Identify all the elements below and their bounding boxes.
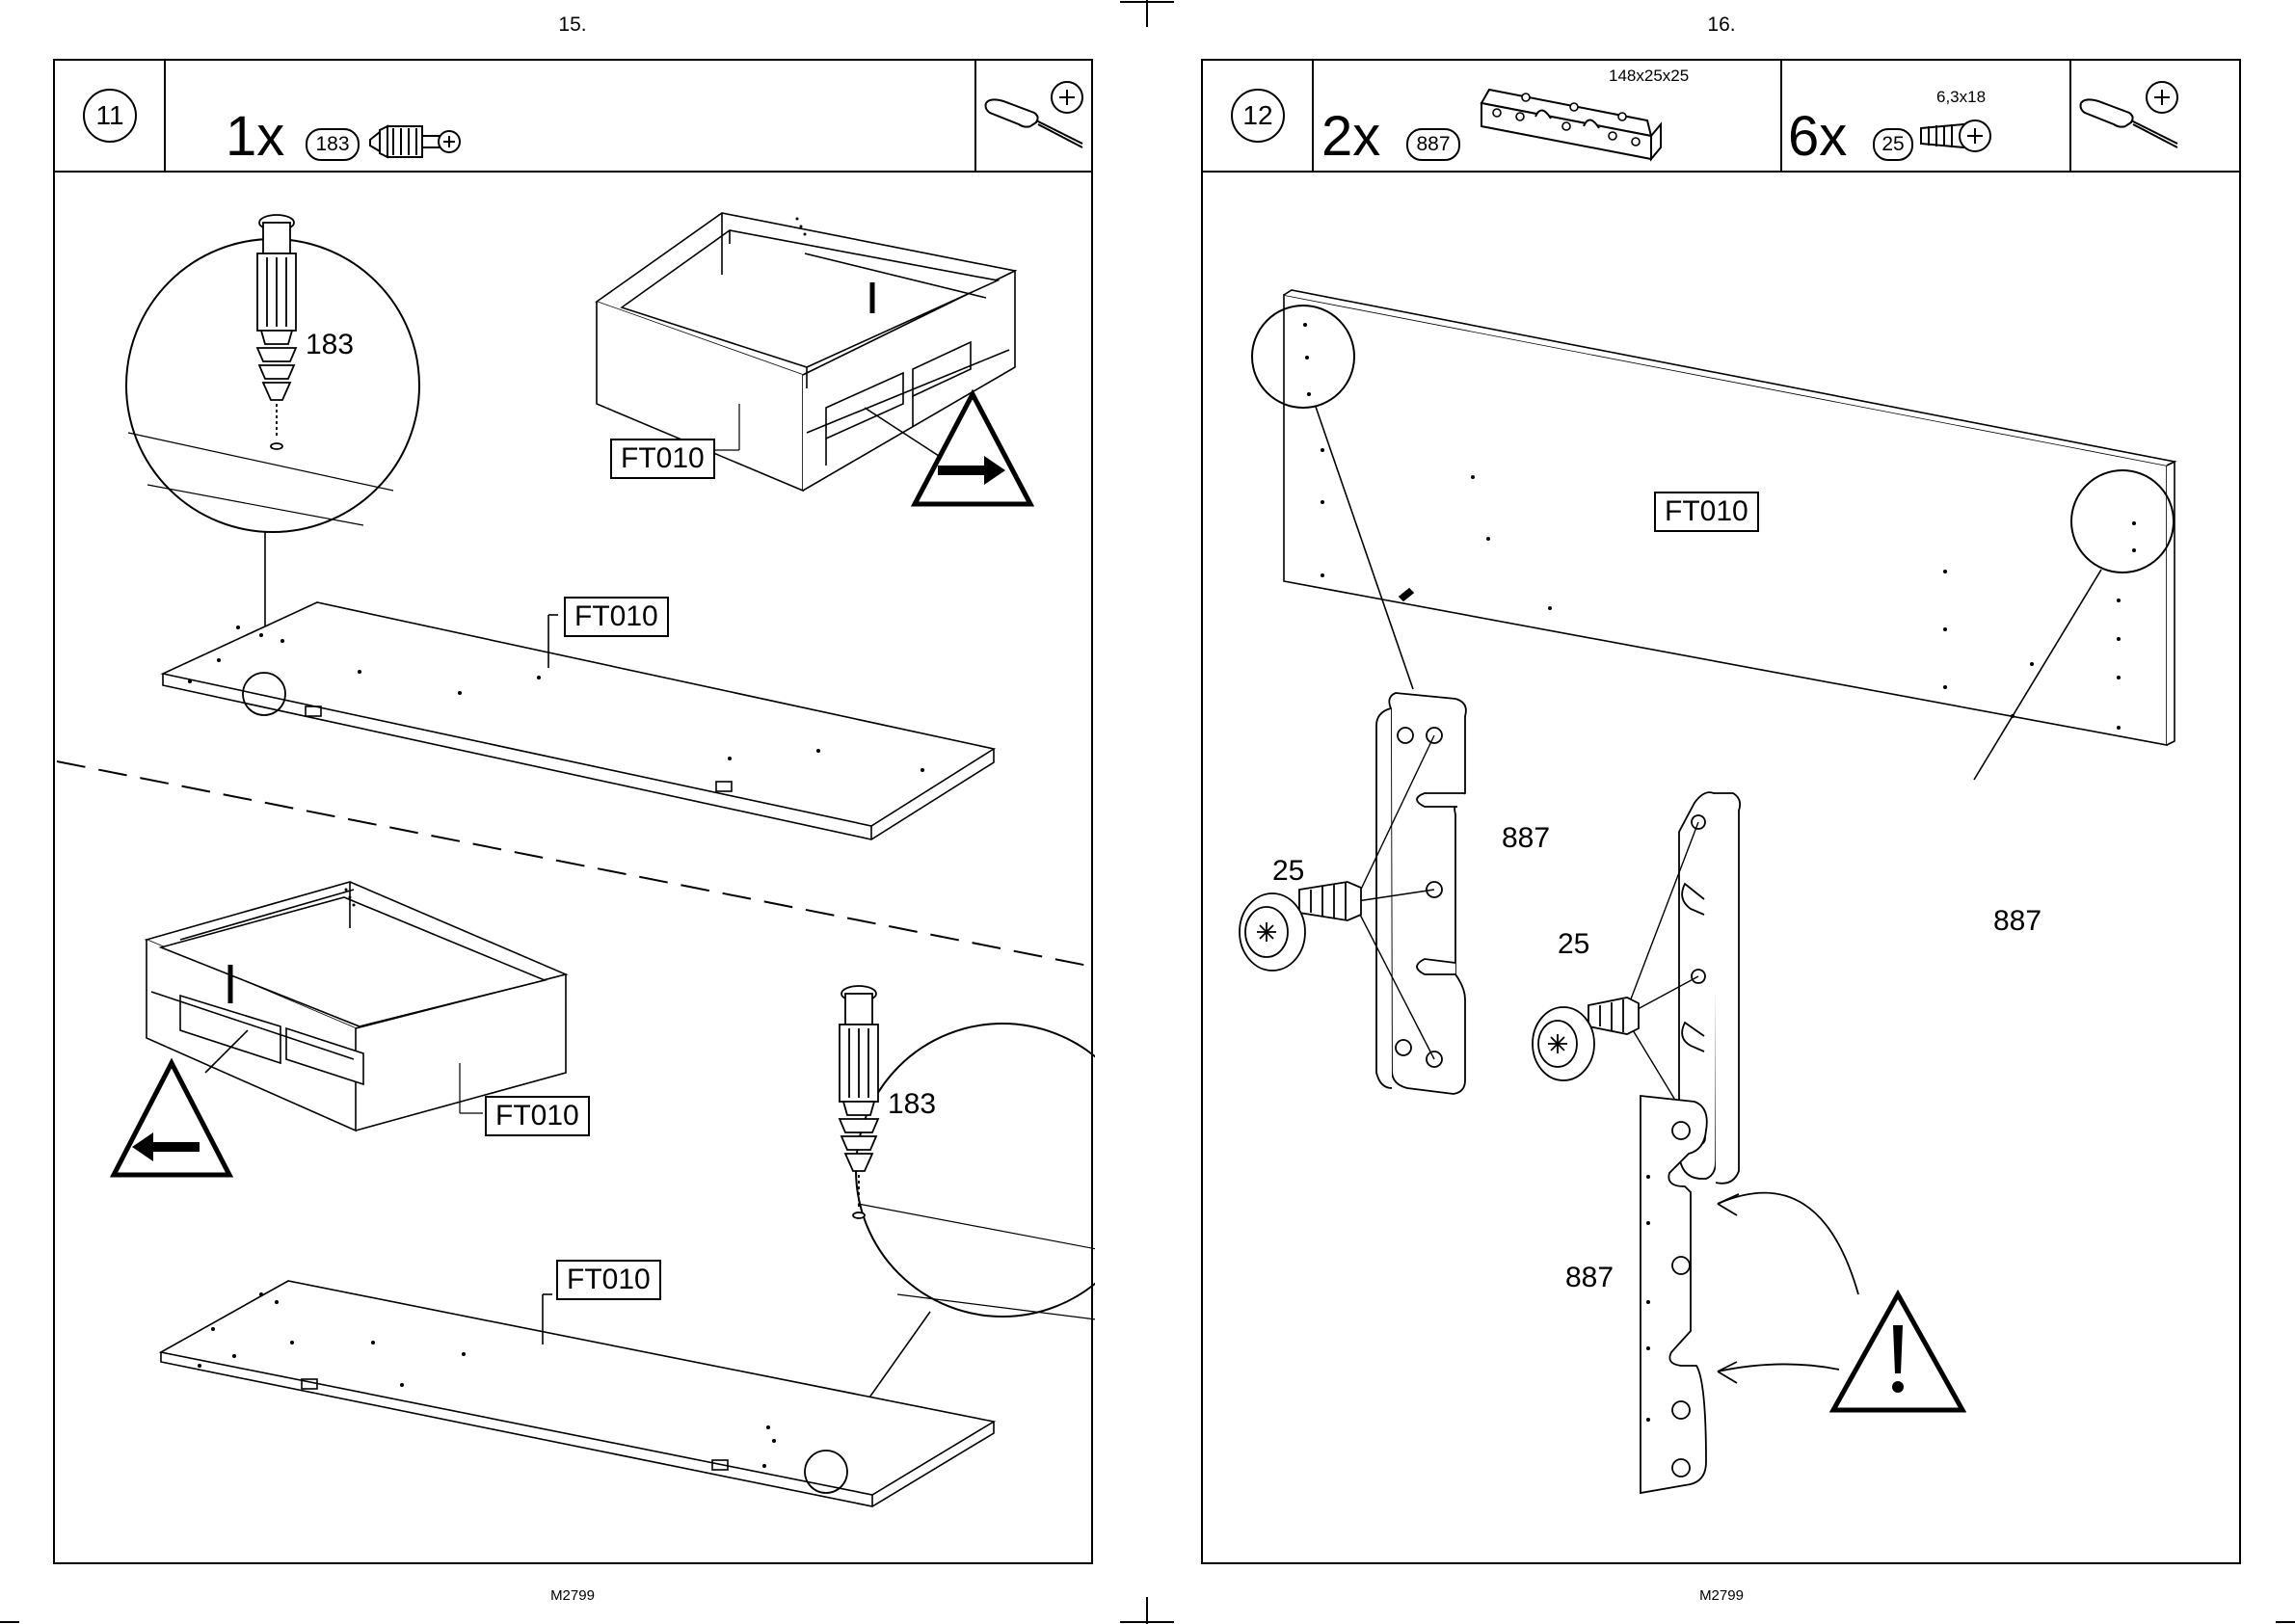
callout-screw-right: 25 [1558,928,1589,961]
step-panel-11: 11 1x 183 [53,59,1093,1564]
assembly-illustration-12 [1203,61,2243,1566]
panel-bottom [161,1281,994,1506]
callout-dowel-top: 183 [306,329,354,361]
step-panel-12: 12 2x 887 148x25x25 [1201,59,2241,1564]
callout-screw-left: 25 [1272,855,1304,888]
label-drawer-bottom: FT010 [485,1096,590,1136]
cam-dowel-top [257,215,296,449]
drawer-bottom [147,882,566,1131]
label-headboard: FT010 [1654,492,1759,532]
label-panel-top: FT010 [564,597,669,637]
page-number-right: 16. [1577,13,1866,37]
footer-code-left: M2799 [428,1587,717,1604]
warning-icon [1833,1294,1962,1410]
screw-25-right [1533,998,1639,1080]
cam-dowel-bottom [840,986,878,1218]
callout-bracket-right: 887 [1993,905,2041,938]
footer-code-right: M2799 [1577,1587,1866,1604]
page-number-left: 15. [428,13,717,37]
assembly-illustration-11 [55,61,1095,1566]
callout-bracket-left: 887 [1502,822,1550,855]
label-drawer-top: FT010 [610,439,715,479]
magnifier-bottom [856,1024,1095,1317]
direction-left-icon [114,1063,229,1175]
callout-bracket-detail: 887 [1565,1262,1614,1294]
label-panel-bottom: FT010 [556,1260,661,1300]
panel-top [163,602,994,839]
callout-dowel-bottom: 183 [888,1088,936,1121]
screw-25-left [1240,882,1361,971]
